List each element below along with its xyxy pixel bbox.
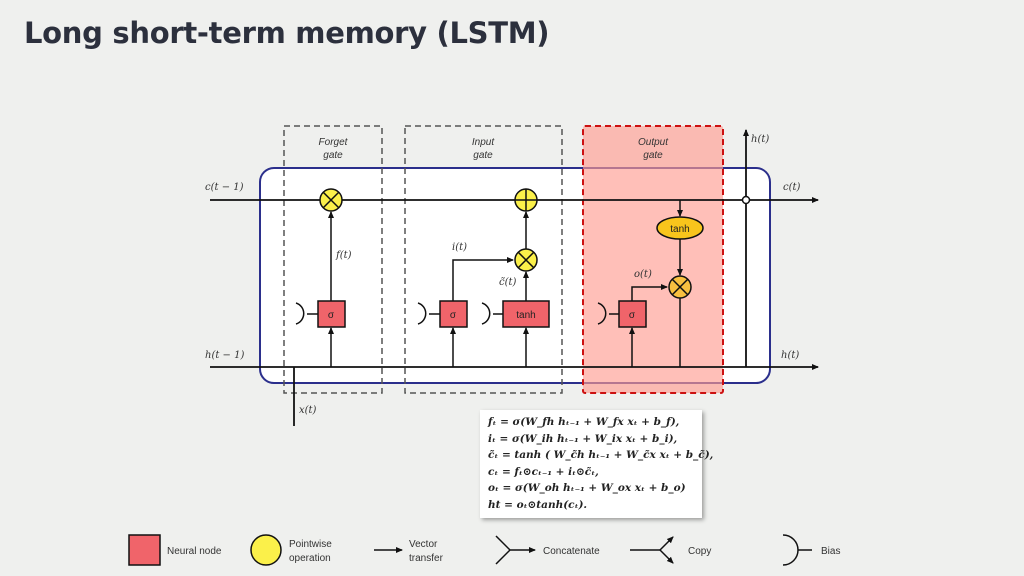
legend-neural-node-label: Neural node bbox=[167, 546, 222, 557]
o-label: o(t) bbox=[634, 269, 652, 280]
input-tanh-label: tanh bbox=[516, 310, 535, 321]
h-out-right-label: h(t) bbox=[781, 350, 799, 361]
output-gate-highlight bbox=[582, 125, 724, 394]
h-out-top-label: h(t) bbox=[751, 134, 769, 145]
forget-gate-box bbox=[283, 125, 383, 394]
legend-pointwise-label: Pointwise bbox=[289, 539, 332, 550]
output-gate-label-2: gate bbox=[643, 150, 663, 161]
forget-gate-label: Forget bbox=[319, 137, 349, 148]
legend-copy-arrow-down bbox=[659, 549, 674, 564]
output-tanh-label: tanh bbox=[670, 224, 689, 235]
f-label: f(t) bbox=[335, 250, 352, 261]
input-sigma-bias-icon bbox=[417, 302, 440, 325]
forget-gate-label-2: gate bbox=[323, 150, 343, 161]
input-tanh-node bbox=[502, 300, 550, 328]
input-sigma-out-line bbox=[452, 257, 514, 301]
legend-concatenate-label: Concatenate bbox=[543, 546, 600, 557]
output-sigma-out-line bbox=[631, 284, 668, 301]
legend-pointwise-icon bbox=[250, 534, 282, 566]
x-label: x(t) bbox=[299, 405, 317, 416]
equations-box: fₜ = σ(W_fh hₜ₋₁ + W_fx xₜ + b_f), iₜ = … bbox=[480, 410, 714, 518]
input-sigma-label: σ bbox=[450, 310, 457, 321]
equation-candidate: c̃ₜ = tanh ( W_c̃h hₜ₋₁ + W_c̃x xₜ + b_c… bbox=[488, 449, 714, 461]
input-gate-box bbox=[404, 125, 563, 394]
output-sigma-label: σ bbox=[629, 310, 636, 321]
i-label: i(t) bbox=[452, 242, 467, 253]
output-bias-icon bbox=[597, 302, 619, 325]
equation-forget: fₜ = σ(W_fh hₜ₋₁ + W_fx xₜ + b_f), bbox=[488, 416, 680, 428]
multiply-icon bbox=[517, 251, 535, 269]
equation-output: oₜ = σ(W_oh hₜ₋₁ + W_ox xₜ + b_o) bbox=[488, 482, 686, 494]
c-out-label: c(t) bbox=[783, 182, 801, 193]
legend-vector-label-2: transfer bbox=[409, 553, 444, 564]
input-gate-label-2: gate bbox=[473, 150, 493, 161]
legend-vector-label: Vector bbox=[409, 539, 438, 550]
forget-sigma-label: σ bbox=[328, 310, 335, 321]
legend-copy-arrow-up bbox=[659, 536, 674, 551]
equation-input: iₜ = σ(W_ih hₜ₋₁ + W_ix xₜ + b_i), bbox=[488, 432, 678, 445]
forget-bias-icon bbox=[295, 302, 318, 325]
forget-sigma-node bbox=[317, 300, 346, 328]
multiply-icon bbox=[322, 191, 340, 209]
tanh-bias-icon bbox=[481, 302, 503, 325]
multiply-icon bbox=[671, 278, 689, 296]
legend-neural-node-icon bbox=[128, 534, 161, 566]
copy-junction bbox=[741, 195, 751, 205]
h-prev-label: h(t − 1) bbox=[205, 350, 244, 361]
plus-icon bbox=[515, 189, 537, 211]
output-sigma-node bbox=[618, 300, 647, 328]
legend-pointwise-label-2: operation bbox=[289, 553, 331, 564]
input-gate-label: Input bbox=[472, 137, 495, 148]
legend-copy-label: Copy bbox=[688, 546, 711, 557]
output-gate-label: Output bbox=[638, 137, 669, 148]
equation-cell: cₜ = fₜ⊙cₜ₋₁ + iₜ⊙c̃ₜ, bbox=[488, 465, 599, 478]
legend-bias-label: Bias bbox=[821, 546, 840, 557]
legend-concatenate-icon bbox=[495, 535, 535, 565]
c-tilde-label: c̃(t) bbox=[499, 277, 517, 288]
input-sigma-node bbox=[439, 300, 468, 328]
equation-hidden: ht = oₜ⊙tanh(cₜ). bbox=[488, 498, 588, 511]
page-title: Long short-term memory (LSTM) bbox=[24, 16, 550, 50]
legend-bias-icon bbox=[782, 534, 812, 566]
c-prev-label: c(t − 1) bbox=[205, 182, 244, 193]
